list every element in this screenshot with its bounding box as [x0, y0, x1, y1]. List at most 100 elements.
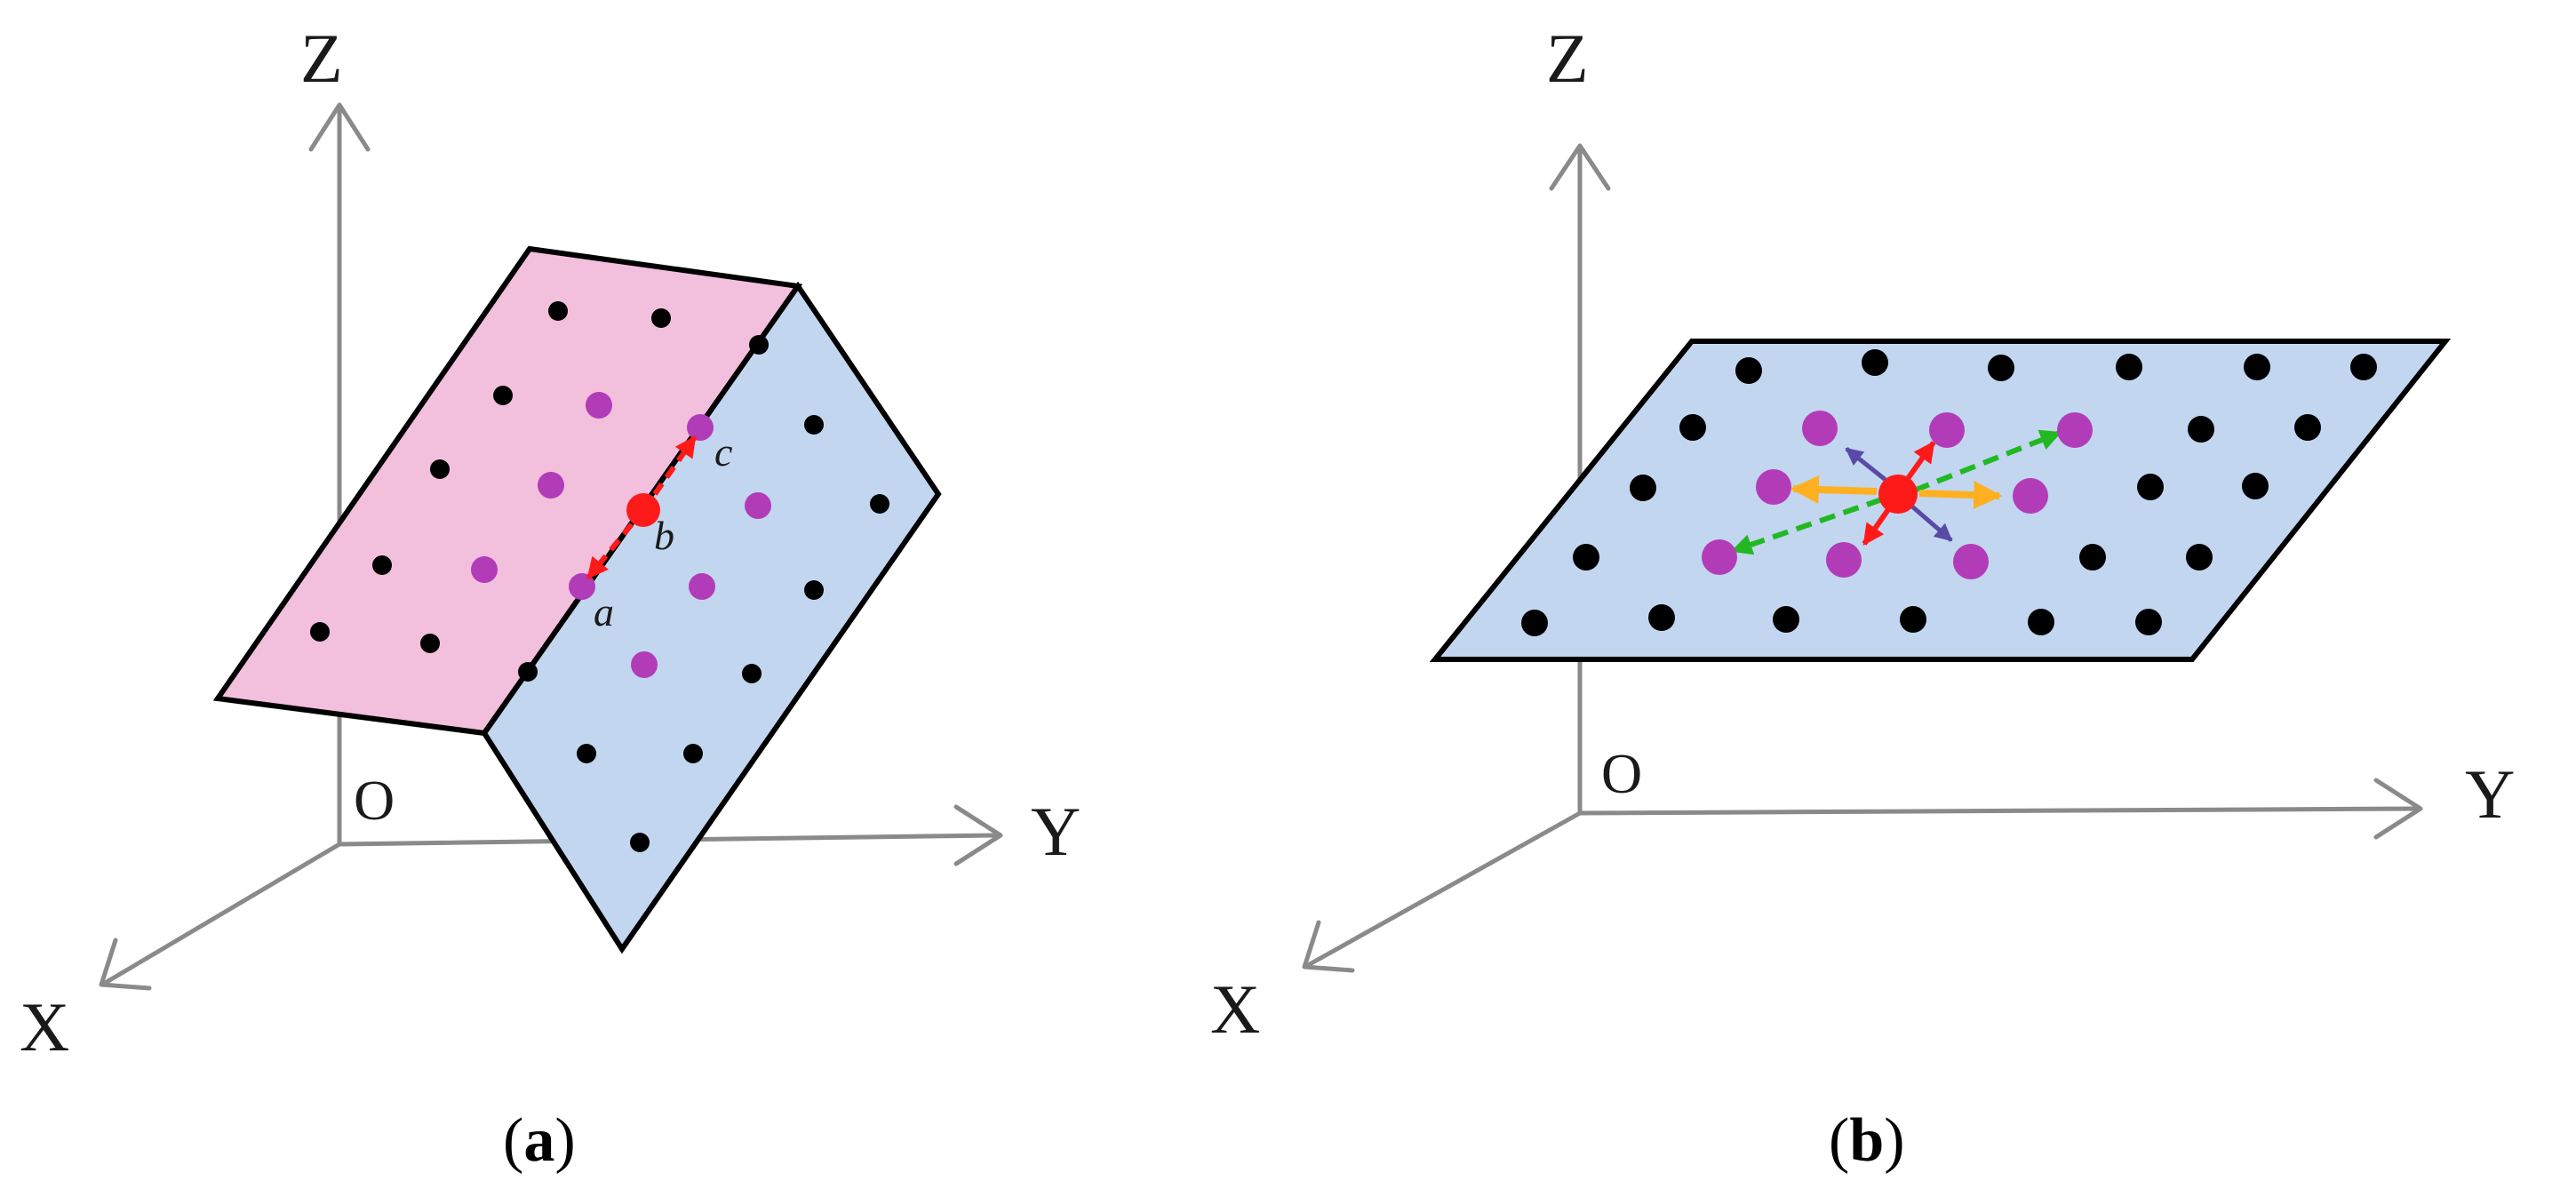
grid-point [2294, 414, 2321, 441]
neighbor-point [689, 573, 715, 600]
arrow-purple-to-upper-left [1845, 447, 1887, 482]
panel-a-y-label: Y [1031, 793, 1081, 870]
grid-point [630, 833, 650, 852]
arrow-green-to-lower-left [1730, 497, 1883, 555]
grid-point [742, 664, 762, 683]
grid-point [2137, 474, 2164, 500]
grid-point [1648, 604, 1675, 631]
panel-b-caption: (b) [1829, 1106, 1905, 1175]
grid-point [1573, 544, 1599, 571]
grid-point [2079, 544, 2106, 571]
panel-a-z-arrowhead [308, 102, 371, 152]
panel-b-x-axis [1307, 810, 1583, 967]
grid-point [2350, 354, 2377, 380]
panel-a-neighbor-points [471, 392, 771, 678]
panel-b-z-arrowhead [1549, 143, 1611, 191]
panel-a-origin-label: O [354, 769, 395, 832]
neighbor-point [631, 651, 658, 678]
panel-a-arrow-b-to-c [652, 435, 698, 496]
panel-b-z-label: Z [1546, 20, 1589, 97]
panel-b: Z Y X O (b) [1210, 20, 2515, 1175]
grid-point [2242, 473, 2269, 499]
grid-point [310, 622, 330, 642]
caption-letter: b [1849, 1106, 1884, 1175]
neighbor-point [586, 392, 612, 419]
grid-point [1900, 606, 1926, 633]
grid-point [493, 386, 513, 405]
grid-point [2244, 354, 2270, 380]
caption-close-paren: ) [554, 1106, 575, 1175]
panel-a-x-arrowhead [99, 938, 152, 991]
panel-b-origin-label: O [1601, 742, 1642, 805]
grid-point [577, 744, 596, 763]
arrow-red-to-lower-left [1862, 507, 1892, 546]
panel-a-label-b: b [654, 513, 674, 558]
panel-b-x-label: X [1210, 970, 1260, 1048]
grid-point [749, 335, 769, 355]
neighbor-point [1953, 544, 1989, 579]
grid-point [1862, 349, 1888, 376]
caption-letter: a [523, 1106, 554, 1175]
panel-b-y-label: Y [2465, 755, 2515, 833]
panel-a-y-arrowhead [953, 804, 1003, 866]
arrow-yellow-to-left [1790, 475, 1878, 504]
panel-a-caption: (a) [503, 1106, 576, 1175]
arrow-red-to-upper-right [1904, 441, 1936, 482]
panel-b-plane [1429, 339, 2452, 662]
caption-close-paren: ) [1884, 1106, 1904, 1175]
panel-b-x-arrowhead [1302, 920, 1355, 973]
panel-b-y-arrowhead [2373, 778, 2423, 840]
panel-a-z-label: Z [300, 20, 343, 97]
grid-point [1521, 610, 1548, 636]
grid-point [420, 634, 440, 653]
grid-point [804, 580, 824, 600]
panel-b-neighbor-points [1702, 411, 2093, 579]
panel-b-grid-points [1521, 349, 2377, 636]
neighbor-point [1756, 469, 1791, 505]
grid-point [804, 415, 824, 435]
grid-point [518, 662, 538, 682]
grid-point [2116, 354, 2142, 380]
grid-point [683, 744, 703, 763]
grid-point [1735, 357, 1762, 384]
grid-point [1773, 606, 1799, 633]
grid-point [2186, 544, 2213, 571]
panel-a-center-point-b [626, 493, 660, 527]
arrow-green-to-upper-right [1912, 429, 2062, 493]
neighbor-point-a [569, 573, 595, 600]
neighbor-point [1802, 411, 1838, 446]
neighbor-point-c [687, 414, 714, 441]
neighbor-point [1702, 539, 1737, 575]
panel-b-neighbor-arrows [1730, 429, 2062, 555]
panel-a-arrow-b-to-a [586, 523, 634, 579]
panel-a-pink-face-points [310, 301, 769, 682]
neighbor-point [1929, 412, 1965, 448]
grid-point [2135, 609, 2162, 635]
caption-open-paren: ( [1829, 1106, 1849, 1175]
grid-point [870, 494, 889, 514]
panel-a-label-a: a [594, 589, 614, 634]
neighbor-point [1826, 542, 1862, 578]
neighbor-point [745, 492, 771, 519]
arrow-yellow-to-right [1918, 481, 2003, 510]
neighbor-point [2013, 478, 2048, 514]
panel-b-y-axis [1577, 806, 2418, 816]
caption-open-paren: ( [503, 1106, 523, 1175]
panel-b-center-point [1878, 475, 1918, 514]
panel-a-label-c: c [714, 429, 732, 475]
panel-a-x-label: X [20, 988, 69, 1065]
grid-point [1988, 355, 2014, 381]
neighbor-point [2057, 412, 2093, 448]
panel-a: c b a Z Y X O (a) [20, 20, 1081, 1175]
arrow-purple-to-lower-right [1910, 505, 1953, 542]
grid-point [372, 555, 392, 575]
grid-point [1630, 475, 1656, 501]
panel-a-blue-face-points [577, 415, 889, 852]
grid-point [651, 308, 671, 328]
panel-a-x-axis [104, 842, 342, 985]
grid-point [2028, 609, 2054, 635]
neighbor-point [471, 556, 498, 583]
grid-point [548, 301, 568, 321]
grid-point [430, 459, 450, 479]
